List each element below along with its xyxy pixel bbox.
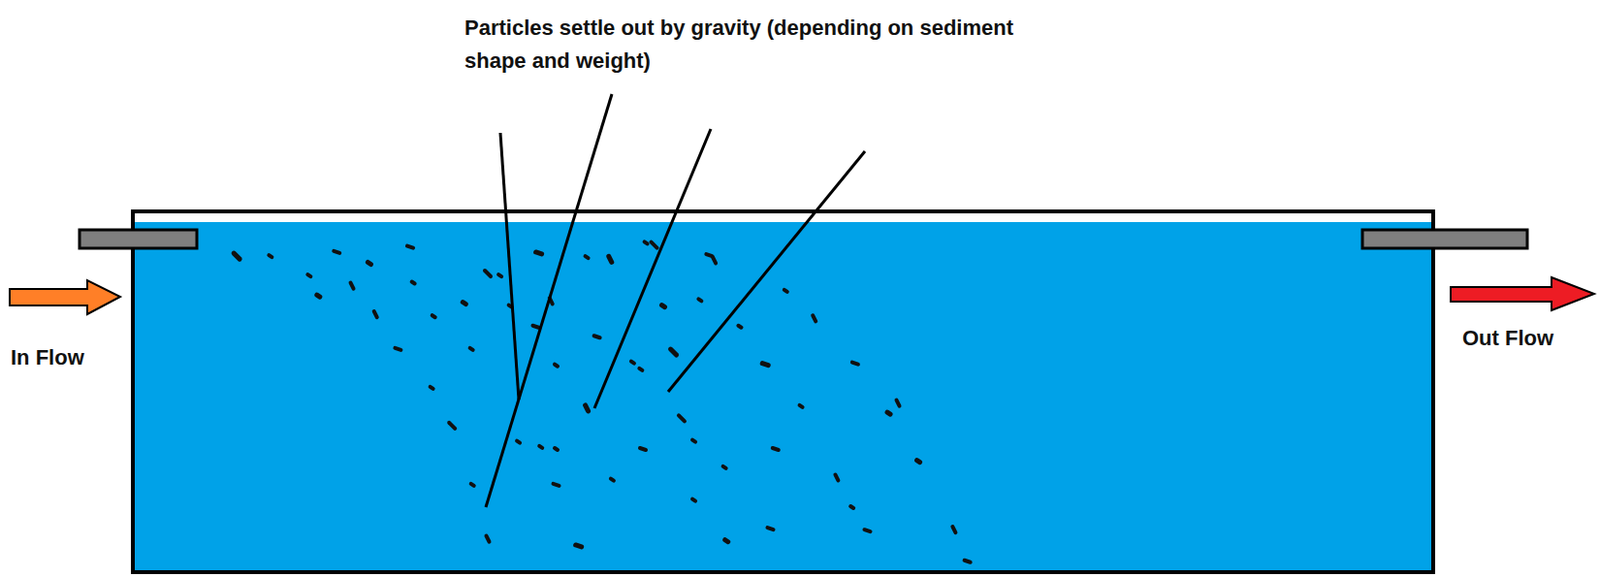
- sediment-particle: [737, 325, 741, 328]
- sediment-particle: [852, 362, 859, 365]
- leader-line: [594, 128, 711, 409]
- sediment-particle: [532, 325, 539, 328]
- sediment-particle: [705, 254, 712, 256]
- tank-water: [132, 222, 1434, 573]
- outlet-pipe: [1362, 229, 1528, 249]
- sediment-particle: [671, 349, 677, 355]
- sediment-particle: [772, 448, 779, 450]
- sediment-particle: [576, 544, 582, 547]
- sediment-particle: [553, 483, 560, 486]
- outflow-arrow: [1450, 277, 1595, 311]
- sediment-particle: [767, 527, 773, 530]
- sediment-particle: [268, 255, 272, 257]
- sediment-particle: [631, 361, 635, 364]
- sediment-particle: [952, 526, 956, 533]
- sediment-particle: [887, 412, 891, 415]
- sediment-particle: [412, 281, 416, 284]
- sediment-particle: [661, 305, 665, 308]
- sediment-particle: [812, 315, 816, 321]
- inlet-pipe: [79, 229, 197, 249]
- sediment-particle: [484, 270, 491, 277]
- sediment-particle: [471, 483, 475, 486]
- leader-line: [668, 151, 865, 392]
- sediment-particle: [374, 311, 378, 318]
- sediment-particle: [784, 289, 788, 292]
- sediment-particle: [725, 540, 729, 543]
- sediment-particle: [394, 348, 401, 351]
- sediment-particle: [800, 405, 803, 408]
- sediment-particle: [516, 441, 520, 444]
- sediment-particle: [317, 294, 320, 297]
- sediment-particle: [644, 241, 648, 244]
- particle-group: [233, 241, 970, 562]
- sediment-particle: [712, 256, 716, 263]
- inflow-arrow: [9, 280, 121, 315]
- sediment-particle: [536, 252, 543, 255]
- inflow-label: In Flow: [10, 345, 85, 371]
- sediment-particle: [367, 261, 371, 264]
- sediment-particle: [498, 274, 502, 277]
- sediment-particle: [964, 560, 971, 563]
- sediment-particle: [554, 364, 558, 367]
- sediment-particle: [896, 400, 900, 407]
- sediment-particle: [407, 246, 414, 249]
- sediment-particle: [610, 479, 614, 481]
- sediment-particle: [448, 422, 455, 429]
- leader-line: [500, 132, 519, 400]
- sediment-particle: [850, 506, 854, 509]
- leader-line: [485, 94, 612, 508]
- sediment-particle: [594, 335, 601, 338]
- sediment-particle: [470, 348, 474, 351]
- outflow-label: Out Flow: [1462, 325, 1554, 352]
- sediment-particle: [351, 283, 354, 289]
- sediment-particle: [864, 529, 870, 532]
- sediment-particle: [432, 315, 436, 318]
- sediment-particle: [678, 415, 685, 421]
- sediment-particle: [834, 474, 838, 480]
- sediment-particle: [307, 274, 311, 277]
- sediment-particle: [762, 363, 768, 366]
- sediment-particle: [539, 446, 543, 448]
- sediment-particle: [698, 298, 702, 301]
- sediment-particle: [723, 466, 727, 469]
- sediment-particle: [651, 242, 658, 249]
- tank-air-gap: [132, 211, 1434, 573]
- sediment-particle: [554, 448, 558, 450]
- sediment-particle: [608, 256, 612, 262]
- sediment-particle: [640, 448, 646, 450]
- tank-wall: [132, 211, 1434, 573]
- sediment-particle: [692, 499, 696, 502]
- sediment-particle: [917, 460, 921, 463]
- sediment-particle: [585, 256, 589, 258]
- callout-note: Particles settle out by gravity (dependi…: [464, 11, 1032, 78]
- sediment-particle: [485, 536, 489, 543]
- sediment-particle: [333, 251, 340, 254]
- sediment-particle: [462, 302, 466, 305]
- sediment-particle: [430, 386, 434, 389]
- sediment-particle: [233, 253, 240, 259]
- sediment-particle: [692, 440, 696, 443]
- sediment-particle: [639, 368, 642, 371]
- sediment-particle: [585, 405, 589, 412]
